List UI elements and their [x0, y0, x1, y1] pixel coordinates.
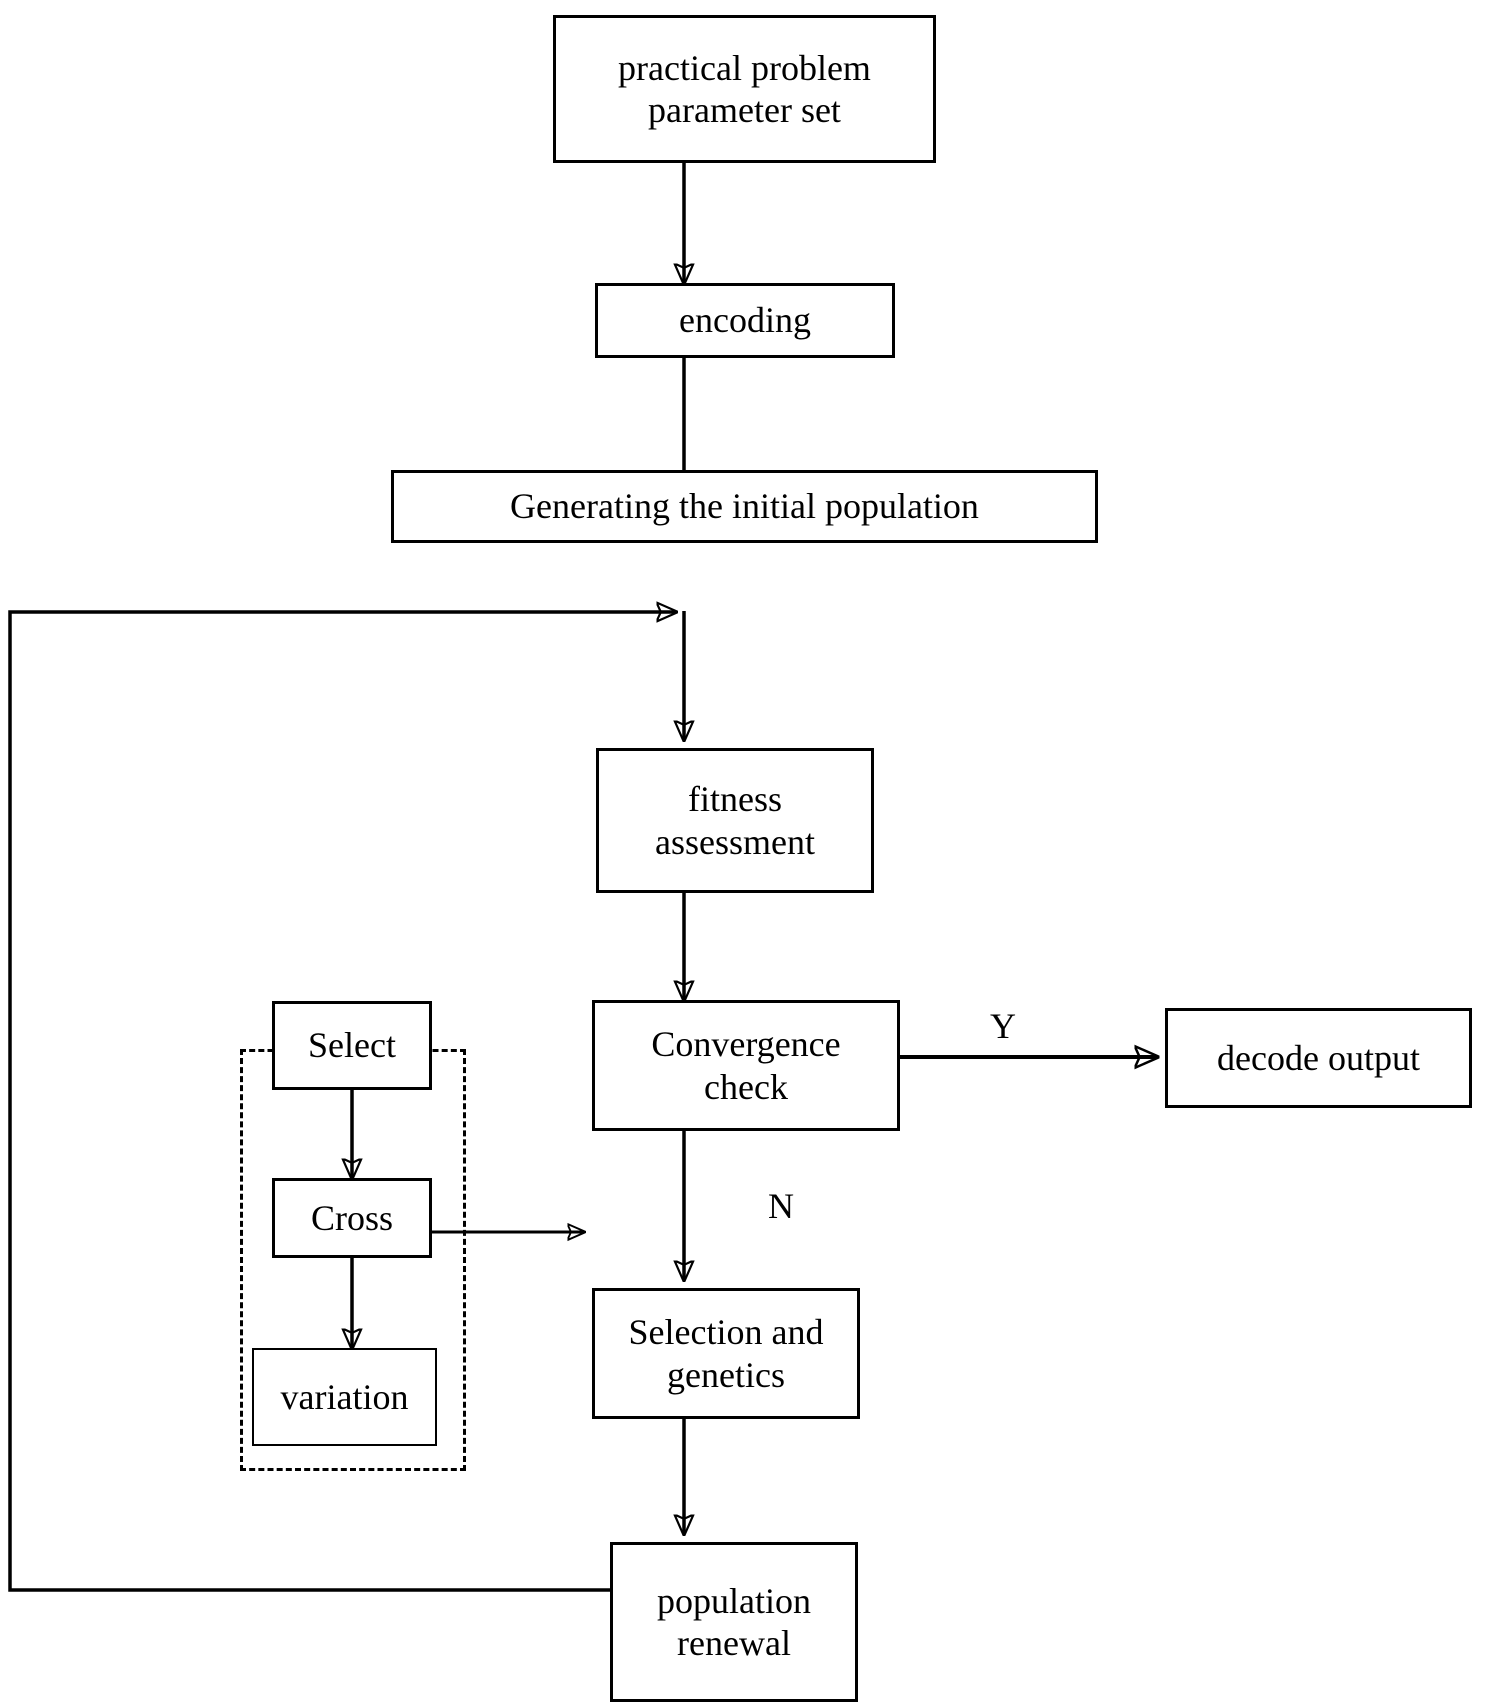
- node-convergence-check[interactable]: Convergence check: [592, 1000, 900, 1131]
- node-fitness-assessment[interactable]: fitness assessment: [596, 748, 874, 893]
- node-practical-problem[interactable]: practical problem parameter set: [553, 15, 936, 163]
- node-cross[interactable]: Cross: [272, 1178, 432, 1258]
- node-decode-output[interactable]: decode output: [1165, 1008, 1472, 1108]
- node-population-renewal[interactable]: population renewal: [610, 1542, 858, 1702]
- node-encoding[interactable]: encoding: [595, 283, 895, 358]
- edge-label-yes: Y: [990, 1006, 1016, 1046]
- node-selection-and-genetics[interactable]: Selection and genetics: [592, 1288, 860, 1419]
- node-select[interactable]: Select: [272, 1001, 432, 1090]
- node-variation[interactable]: variation: [252, 1348, 437, 1446]
- edge-label-no: N: [768, 1186, 794, 1226]
- node-generating-population[interactable]: Generating the initial population: [391, 470, 1098, 543]
